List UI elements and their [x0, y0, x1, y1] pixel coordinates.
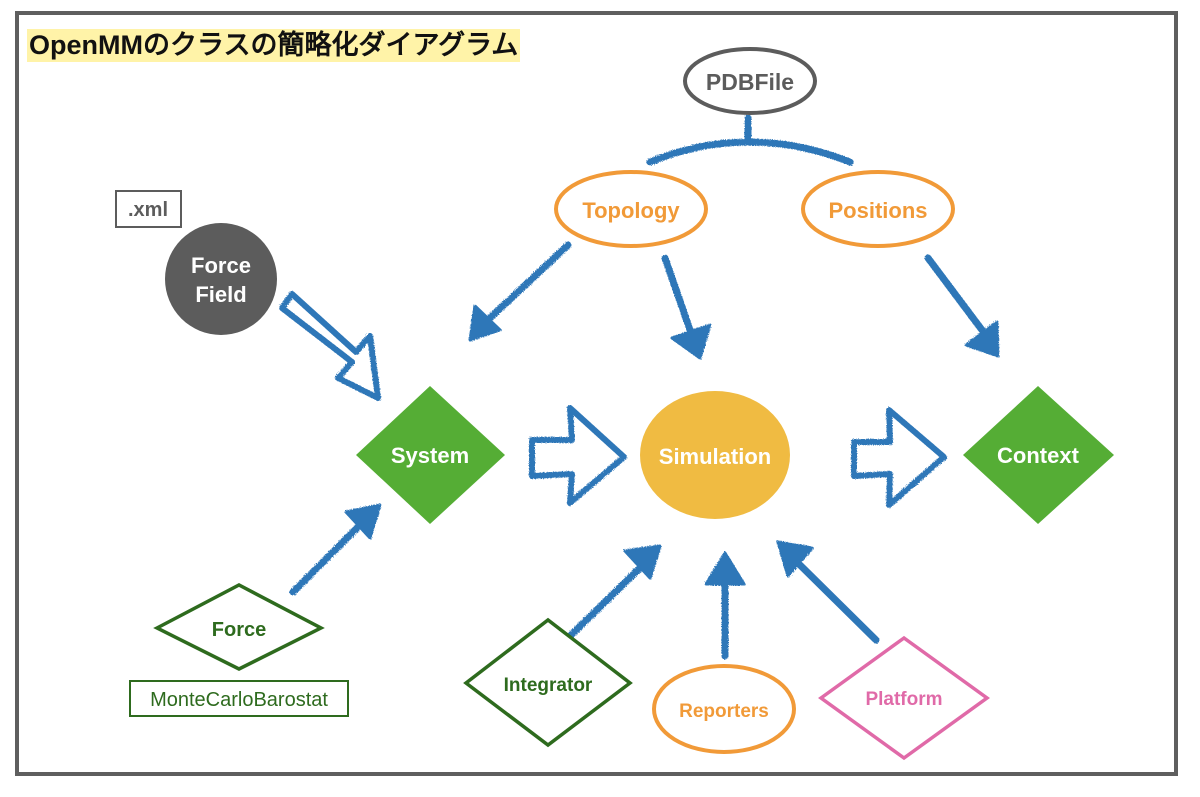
- montecarlobarostat-label: MonteCarloBarostat: [150, 689, 328, 711]
- arrow-force-to-system: [289, 503, 382, 596]
- node-system[interactable]: System: [356, 386, 505, 524]
- system-label: System: [391, 443, 469, 468]
- pdbfile-ellipse: [683, 47, 817, 115]
- node-pdbfile[interactable]: PDBFile: [683, 47, 817, 115]
- xml-label: .xml: [128, 199, 168, 221]
- integrator-diamond: [463, 617, 633, 748]
- force-label: Force: [212, 619, 266, 641]
- positions-ellipse: [801, 170, 955, 248]
- positions-label: Positions: [828, 198, 927, 223]
- block-arrow-simulation-to-context: [851, 407, 947, 508]
- simulation-ellipse: [640, 391, 790, 519]
- topology-ellipse: [554, 170, 708, 248]
- node-simulation[interactable]: Simulation: [640, 391, 790, 519]
- block-arrow-forcefield-to-system: [279, 291, 381, 401]
- node-context[interactable]: Context: [963, 386, 1114, 524]
- node-positions[interactable]: Positions: [801, 170, 955, 248]
- node-reporters[interactable]: Reporters: [652, 664, 796, 754]
- xml-tag: .xml: [115, 190, 182, 228]
- forcefield-label-line2: Field: [195, 282, 246, 307]
- node-topology[interactable]: Topology: [554, 170, 708, 248]
- integrator-label: Integrator: [504, 675, 593, 696]
- arrow-topology-to-system: [468, 241, 572, 342]
- arrows: [289, 241, 1000, 660]
- montecarlobarostat-tag: MonteCarloBarostat: [129, 680, 349, 717]
- arrow-platform-to-simulation: [776, 540, 880, 644]
- context-diamond: [963, 386, 1114, 524]
- forcefield-circle: [165, 223, 277, 335]
- arrow-positions-to-context: [924, 254, 1000, 358]
- force-diamond: [153, 583, 325, 671]
- reporters-label: Reporters: [679, 701, 769, 722]
- reporters-ellipse: [652, 664, 796, 754]
- platform-diamond: [818, 635, 990, 761]
- topology-label: Topology: [582, 198, 680, 223]
- context-label: Context: [997, 443, 1080, 468]
- platform-label: Platform: [865, 689, 942, 710]
- montecarlobarostat-box: [129, 680, 349, 717]
- pdbfile-branch-connector: [646, 114, 854, 166]
- node-integrator[interactable]: Integrator: [463, 617, 633, 748]
- forcefield-label-line1: Force: [191, 253, 251, 278]
- pdbfile-label: PDBFile: [706, 69, 794, 95]
- node-force[interactable]: Force: [153, 583, 325, 671]
- node-platform[interactable]: Platform: [818, 635, 990, 761]
- arrow-integrator-to-simulation: [566, 544, 662, 640]
- arrow-topology-to-simulation: [661, 254, 712, 360]
- simulation-label: Simulation: [659, 444, 771, 469]
- arrow-reporters-to-simulation: [704, 551, 746, 660]
- block-arrow-system-to-simulation: [529, 405, 627, 506]
- diagram-title: OpenMMのクラスの簡略化ダイアグラム: [27, 29, 521, 62]
- xml-box: [115, 190, 182, 228]
- system-diamond: [356, 386, 505, 524]
- node-force-field[interactable]: Force Field: [165, 223, 277, 335]
